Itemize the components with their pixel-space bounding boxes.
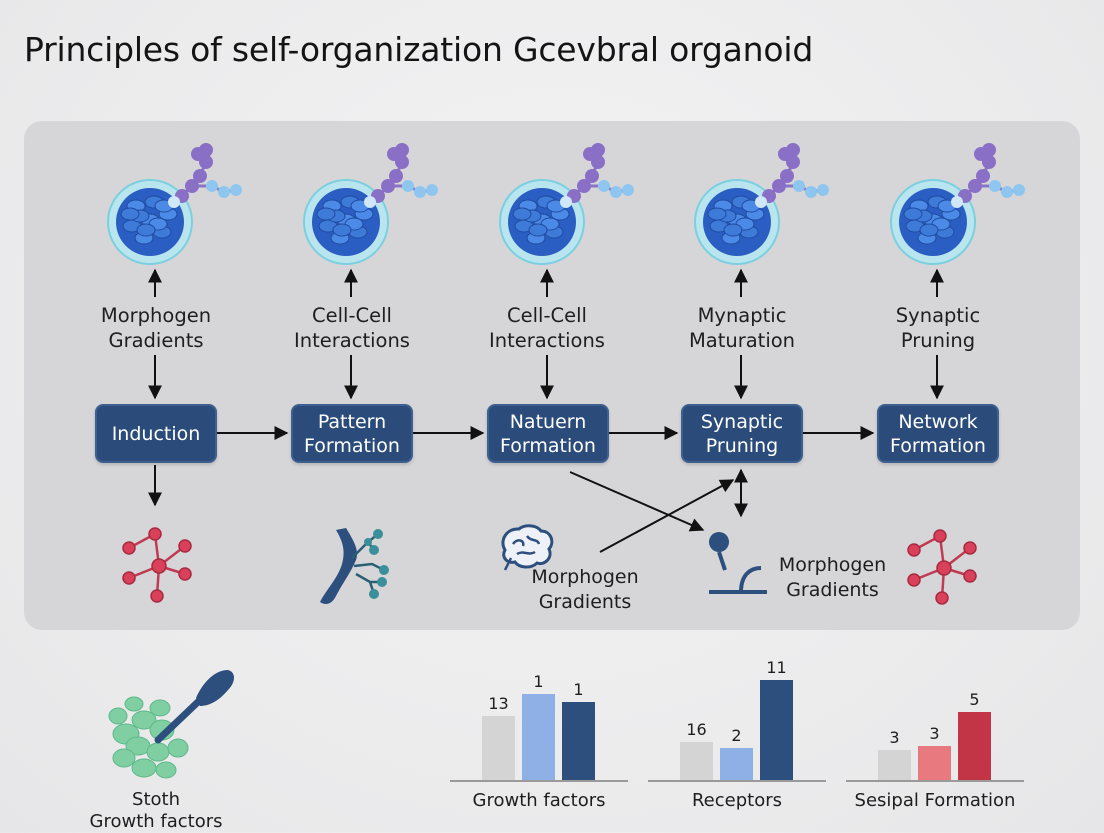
stage-input-label-1: Morphogen Gradients — [100, 304, 212, 352]
brain-icon — [501, 524, 554, 571]
stage-node-label: Synaptic Pruning — [700, 410, 784, 457]
molecule-network-icon — [122, 527, 192, 603]
cell-cluster-pipette-icon — [108, 670, 234, 779]
chart-category-label: Receptors — [691, 790, 783, 811]
chart-bar — [760, 680, 793, 780]
bottom-label-center-left: Morphogen Gradients — [531, 566, 639, 613]
chart-value-label: 11 — [766, 658, 787, 677]
chart-axis — [648, 780, 826, 782]
stage-node-label: Pattern Formation — [304, 410, 400, 457]
stage-node-label: Natuern Formation — [500, 410, 596, 457]
chart-bar — [522, 694, 555, 780]
stage-input-label-4: Mynaptic Maturation — [688, 304, 796, 352]
stage-input-label-2: Cell-Cell Interactions — [294, 304, 410, 352]
chart-value-label: 16 — [686, 720, 707, 739]
organoid-icon — [303, 143, 438, 265]
chart-bar — [482, 716, 515, 780]
chart-bar — [918, 746, 951, 780]
organoid-icon — [107, 143, 242, 265]
chart-axis — [846, 780, 1024, 782]
chart-axis — [450, 780, 628, 782]
chart-value-label: 1 — [533, 672, 544, 691]
organoid-icon — [694, 143, 829, 265]
chart-bar — [680, 742, 713, 780]
footer-icon-label: Stoth Growth factors — [89, 789, 223, 832]
chart-value-label: 2 — [731, 726, 742, 745]
bottom-label-center-right: Morphogen Gradients — [778, 554, 887, 601]
chart-bar — [958, 712, 991, 780]
organoid-icon — [499, 143, 634, 265]
stage-node-network-formation[interactable]: Network Formation — [877, 404, 999, 463]
neuron-icon — [320, 528, 389, 604]
stage-node-natuern-formation[interactable]: Natuern Formation — [487, 404, 609, 463]
chart-value-label: 5 — [969, 690, 980, 709]
chart-category-label: Sesipal Formation — [854, 790, 1016, 811]
stage-node-label: Induction — [111, 422, 201, 445]
microscope-icon — [709, 532, 767, 594]
chart-category-label: Growth factors — [472, 790, 606, 811]
stage-input-label-5: Synaptic Pruning — [895, 304, 981, 352]
stage-node-induction[interactable]: Induction — [95, 404, 217, 463]
stage-node-synaptic-pruning[interactable]: Synaptic Pruning — [681, 404, 803, 463]
chart-value-label: 13 — [488, 694, 509, 713]
page-title: Principles of self-organization Gcevbral… — [24, 30, 814, 69]
stage-node-label: Network Formation — [890, 410, 986, 457]
chart-value-label: 1 — [573, 680, 584, 699]
chart-bar — [878, 750, 911, 780]
stage-input-label-3: Cell-Cell Interactions — [489, 304, 605, 352]
chart-value-label: 3 — [929, 724, 940, 743]
chart-bar — [720, 748, 753, 780]
chart-bar — [562, 702, 595, 780]
stage-node-pattern-formation[interactable]: Pattern Formation — [291, 404, 413, 463]
chart-value-label: 3 — [889, 728, 900, 747]
molecule-network-icon-right — [907, 529, 977, 605]
organoid-icon — [890, 143, 1025, 265]
